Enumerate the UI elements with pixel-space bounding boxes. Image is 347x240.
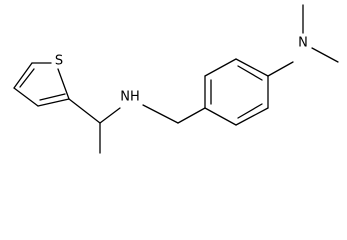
bond-nh-ch2 bbox=[142, 104, 179, 124]
sulfur-atom-label: S bbox=[55, 54, 63, 69]
bond-ar-5 bbox=[235, 107, 269, 126]
bond-ch-nh bbox=[99, 107, 121, 124]
bond-c4-c5-inner bbox=[19, 68, 35, 88]
bond-ar-inner-3 bbox=[237, 103, 263, 119]
bond-ar-inner-2 bbox=[237, 65, 263, 81]
thiophene-ring bbox=[13, 62, 70, 107]
bond-c3-c3-inner bbox=[39, 93, 66, 101]
bond-ar-6 bbox=[204, 107, 237, 126]
bond-n-methyl-right bbox=[311, 47, 339, 63]
bond-ar-2 bbox=[204, 58, 237, 77]
bond-ring-n bbox=[267, 61, 294, 77]
bond-c4-c5 bbox=[13, 62, 33, 89]
dimethylamino-group bbox=[267, 4, 339, 77]
benzene-ring bbox=[204, 58, 269, 126]
bond-ch2-ring bbox=[177, 107, 206, 124]
chemical-structure-diagram: S NH N bbox=[13, 4, 339, 154]
bond-s-c2 bbox=[57, 68, 70, 100]
ethylamine-chain bbox=[68, 98, 206, 154]
amine-nh-label: NH bbox=[120, 90, 140, 105]
bond-ar-3 bbox=[235, 58, 269, 77]
bond-c3-c4 bbox=[13, 87, 39, 107]
dimethyl-n-label: N bbox=[298, 36, 308, 51]
bond-c2-c3 bbox=[37, 98, 70, 107]
bond-c2-ch bbox=[68, 98, 101, 124]
